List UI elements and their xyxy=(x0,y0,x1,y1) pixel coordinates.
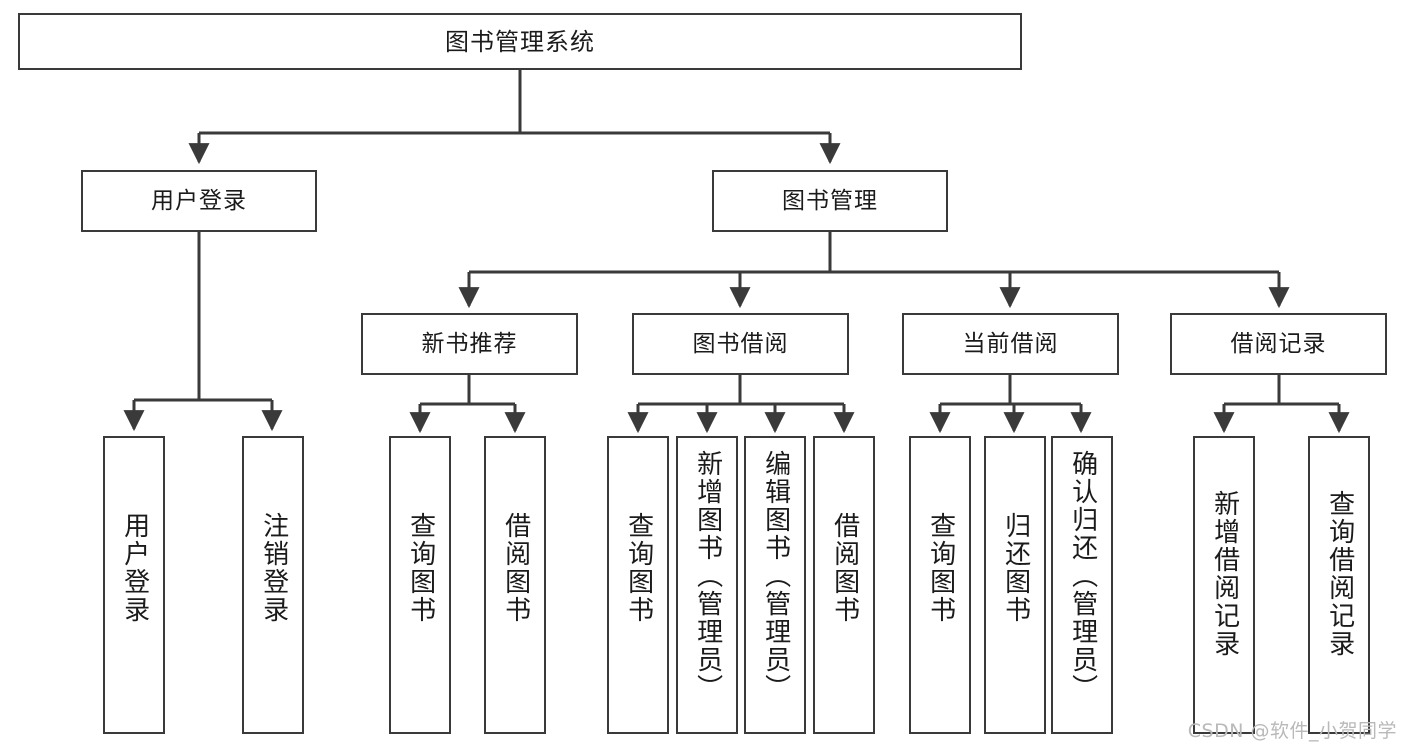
node-label: 归还图书 xyxy=(1000,512,1031,624)
node-current-borrow[interactable]: 当前借阅 xyxy=(902,313,1119,375)
node-book-borrow[interactable]: 图书借阅 xyxy=(632,313,849,375)
leaf-current-query-book[interactable]: 查询图书 xyxy=(909,436,971,734)
node-label: 图书管理系统 xyxy=(445,27,595,56)
node-book-management[interactable]: 图书管理 xyxy=(712,170,948,232)
leaf-recommend-query-book[interactable]: 查询图书 xyxy=(389,436,451,734)
leaf-borrow-add-book-admin[interactable]: 新增图书（管理员） xyxy=(676,436,738,734)
leaf-record-query-record[interactable]: 查询借阅记录 xyxy=(1308,436,1370,734)
node-label: 新书推荐 xyxy=(421,330,518,357)
node-label: 借阅记录 xyxy=(1230,330,1327,357)
node-label: 查询图书 xyxy=(405,512,436,624)
node-label: 图书管理 xyxy=(782,187,878,214)
node-label: 查询图书 xyxy=(925,512,956,624)
node-label: 当前借阅 xyxy=(962,330,1059,357)
leaf-borrow-edit-book-admin[interactable]: 编辑图书（管理员） xyxy=(744,436,806,734)
leaf-borrow-borrow-book[interactable]: 借阅图书 xyxy=(813,436,875,734)
node-label: 借阅图书 xyxy=(829,512,860,624)
node-label: 查询图书 xyxy=(623,512,654,624)
node-borrow-record[interactable]: 借阅记录 xyxy=(1170,313,1387,375)
node-label: 注销登录 xyxy=(258,512,289,624)
leaf-user-login-login[interactable]: 用户登录 xyxy=(103,436,165,734)
node-new-book-recommend[interactable]: 新书推荐 xyxy=(361,313,578,375)
node-label: 借阅图书 xyxy=(500,512,531,624)
leaf-borrow-query-book[interactable]: 查询图书 xyxy=(607,436,669,734)
leaf-recommend-borrow-book[interactable]: 借阅图书 xyxy=(484,436,546,734)
node-label: 查询借阅记录 xyxy=(1324,490,1355,658)
leaf-current-confirm-return-admin[interactable]: 确认归还（管理员） xyxy=(1051,436,1113,734)
node-label: 编辑图书（管理员） xyxy=(760,450,791,702)
node-label: 新增图书（管理员） xyxy=(692,450,723,702)
node-label: 用户登录 xyxy=(119,512,150,624)
leaf-user-login-logout[interactable]: 注销登录 xyxy=(242,436,304,734)
node-label: 图书借阅 xyxy=(692,330,789,357)
leaf-record-add-record[interactable]: 新增借阅记录 xyxy=(1193,436,1255,734)
node-label: 确认归还（管理员） xyxy=(1067,450,1098,702)
csdn-watermark: CSDN @软件_小贺同学 xyxy=(1187,720,1397,742)
node-user-login[interactable]: 用户登录 xyxy=(81,170,317,232)
node-label: 新增借阅记录 xyxy=(1209,490,1240,658)
leaf-current-return-book[interactable]: 归还图书 xyxy=(984,436,1046,734)
node-label: 用户登录 xyxy=(151,187,247,214)
node-root-system[interactable]: 图书管理系统 xyxy=(18,13,1022,70)
